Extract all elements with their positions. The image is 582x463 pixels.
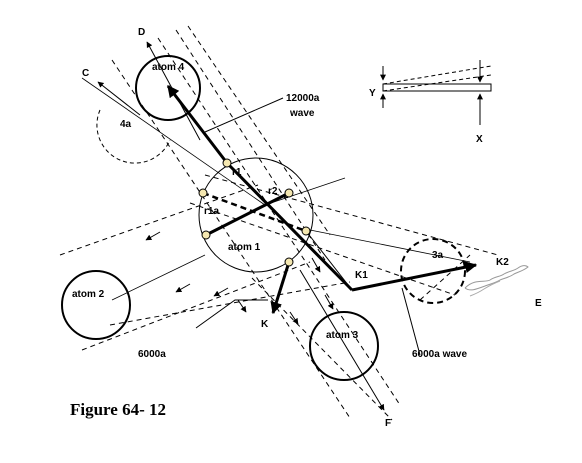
label-6000a: 6000a xyxy=(138,349,166,360)
label-atom2: atom 2 xyxy=(72,289,105,300)
label-atom4: atom 4 xyxy=(152,62,185,73)
label-atom3: atom 3 xyxy=(326,330,359,341)
label-X: X xyxy=(476,134,483,145)
inset-yx xyxy=(380,60,492,125)
label-Y: Y xyxy=(369,88,376,99)
atom1-points xyxy=(198,158,311,267)
label-K: K xyxy=(261,319,269,330)
label-K1: K1 xyxy=(355,270,368,281)
label-F: F xyxy=(385,418,391,429)
leader-lines xyxy=(195,97,421,356)
atom-1-circle xyxy=(198,157,314,273)
labels: D C atom 4 12000a wave 4a Y X r1 r2 r1a … xyxy=(70,27,542,429)
figure-caption: Figure 64- 12 xyxy=(70,400,166,419)
arrow-to-C xyxy=(97,81,141,116)
label-C: C xyxy=(82,68,89,79)
bond-lines xyxy=(166,85,478,315)
circles xyxy=(61,55,466,381)
label-12000a: 12000a xyxy=(286,93,320,104)
label-K2: K2 xyxy=(496,257,509,268)
atom-2-circle xyxy=(61,270,131,340)
label-wave: wave xyxy=(289,108,315,119)
label-r1: r1 xyxy=(232,167,242,178)
label-r1a: r1a xyxy=(204,206,219,217)
label-6000a-wave: 6000a wave xyxy=(412,349,467,360)
label-3a: 3a xyxy=(432,250,444,261)
atom-3-circle xyxy=(309,311,379,381)
label-r2: r2 xyxy=(268,186,278,197)
region-3a-circle xyxy=(400,238,466,304)
arrow-to-F xyxy=(299,269,385,411)
region-4a-arc xyxy=(96,109,171,164)
atom-4-circle xyxy=(135,55,201,121)
squiggle-E xyxy=(464,265,529,291)
label-4a: 4a xyxy=(120,119,132,130)
dashed-guide-lines xyxy=(59,25,499,421)
label-D: D xyxy=(138,27,145,38)
label-atom1: atom 1 xyxy=(228,242,261,253)
drift-arrows xyxy=(145,231,334,325)
label-E: E xyxy=(535,298,542,309)
